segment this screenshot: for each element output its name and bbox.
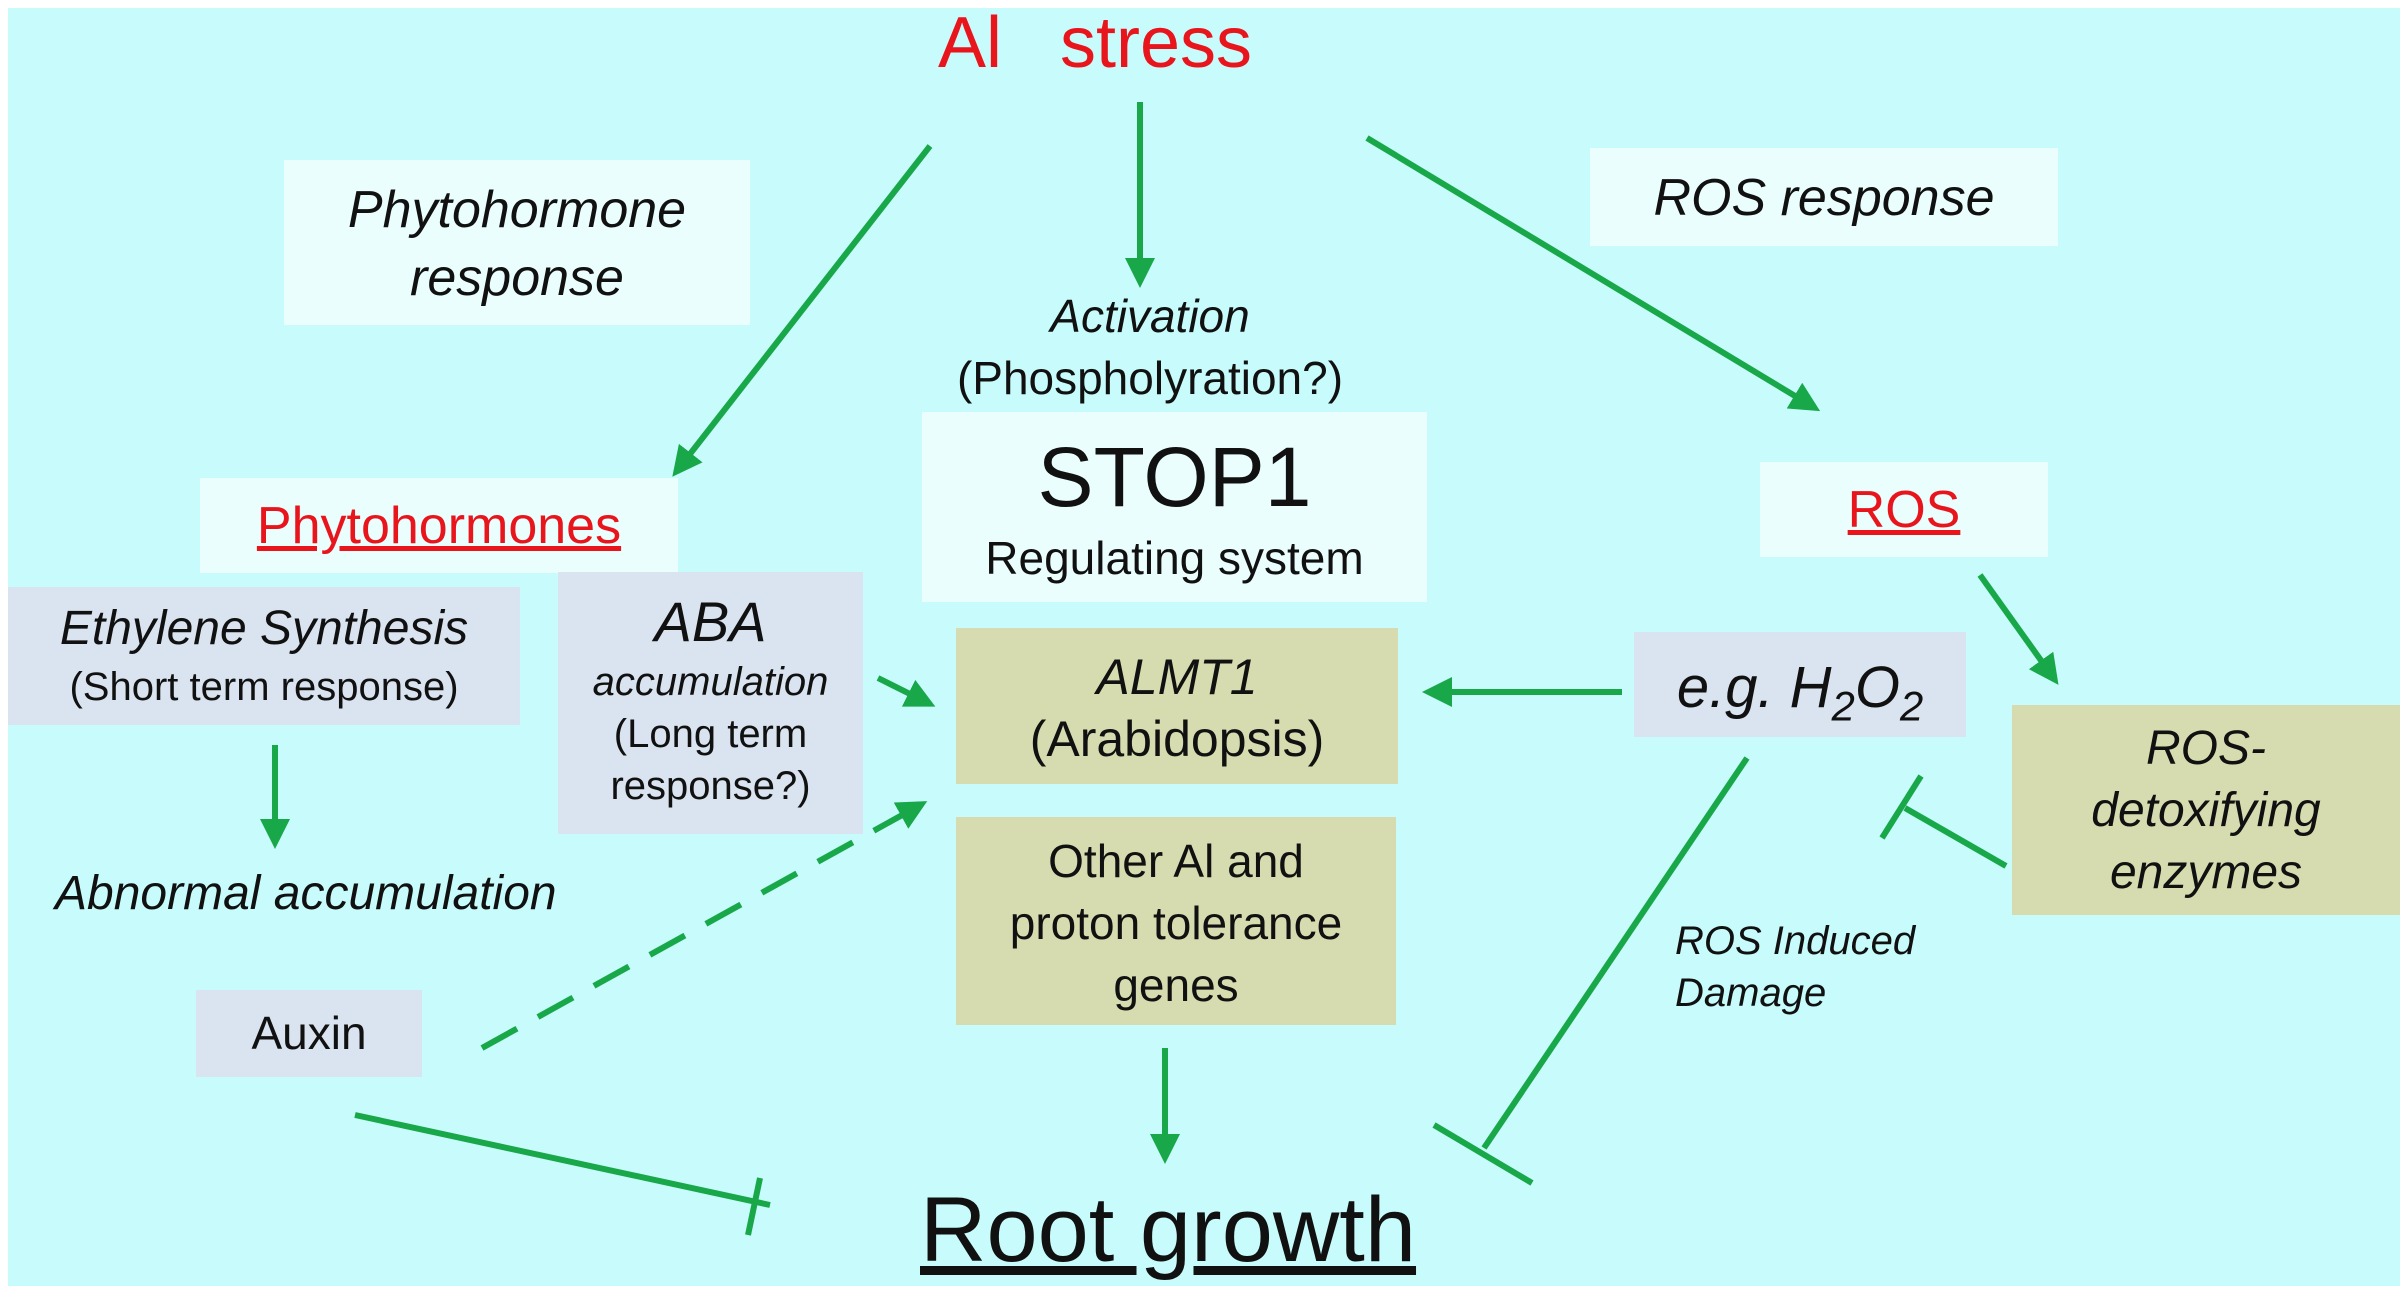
arrow-stress-to-phytohormones (672, 144, 933, 477)
other-genes-line1: Other Al and (1048, 835, 1304, 887)
arrow-auxin-to-almt1-dashed (480, 801, 928, 1051)
almt1-line2: (Arabidopsis) (1029, 711, 1325, 767)
arrow-ros-to-detox (1977, 573, 2059, 685)
h2o2-mid: O (1854, 655, 1900, 720)
abnormal-accumulation-label: Abnormal accumulation (55, 867, 557, 920)
h2o2-prefix: e.g. H (1676, 655, 1832, 720)
h2o2-box (1634, 632, 1966, 737)
ros-damage-label: ROS Induced Damage (1675, 915, 1915, 1019)
h2o2-label: e.g. H2O2 (1634, 652, 1966, 733)
auxin-label: Auxin (251, 1007, 367, 1059)
almt1-label: ALMT1 (Arabidopsis) (956, 646, 1398, 770)
inhibit-h2o2-bar (1432, 1122, 1534, 1186)
other-genes-label: Other Al and proton tolerance genes (956, 830, 1396, 1016)
almt1-line1: ALMT1 (1096, 649, 1258, 705)
ros-detox-line2: detoxifying (2091, 784, 2321, 837)
inhibit-detox-to-h2o2 (1903, 805, 2008, 869)
ros-response-label: ROS response (1653, 169, 1995, 227)
other-genes-line3: genes (1113, 959, 1239, 1011)
h2o2-sub1: 2 (1831, 682, 1855, 730)
h2o2-sub2: 2 (1899, 682, 1924, 730)
inhibit-auxin-bar (745, 1177, 763, 1236)
aba-box (558, 572, 863, 834)
ros-label: ROS (1847, 481, 1961, 539)
inhibit-auxin-to-root-growth (354, 1112, 771, 1208)
ethylene-line2: (Short term response) (69, 665, 459, 709)
ros-detox-label: ROS- detoxifying enzymes (2012, 718, 2400, 904)
stop1-box (922, 412, 1427, 602)
al-stress-word-al: Al (938, 3, 1003, 83)
ethylene-line1: Ethylene Synthesis (59, 602, 469, 655)
stop1-title: STOP1 (1037, 430, 1312, 524)
inhibit-detox-bar (1879, 774, 1924, 840)
ros-response-box (1590, 148, 2058, 246)
activation-line1: Activation (1050, 290, 1250, 342)
root-growth-label: Root growth (920, 1179, 1417, 1281)
ros-box (1760, 462, 2048, 557)
aba-line1: ABA (654, 590, 767, 653)
other-genes-box (956, 817, 1396, 1025)
stop1-subtitle: Regulating system (985, 532, 1364, 584)
ros-damage-line2: Damage (1675, 971, 1827, 1015)
activation-label: Activation (Phospholyration?) (900, 285, 1400, 409)
phytohormones-label: Phytohormones (256, 497, 622, 555)
ros-detox-box (2012, 705, 2400, 915)
ethylene-box (8, 587, 520, 725)
ethylene-label: Ethylene Synthesis (Short term response) (8, 600, 520, 716)
phytohormone-response-box (284, 160, 750, 325)
ros-damage-line1: ROS Induced (1675, 919, 1916, 963)
al-stress-label: Al stress (938, 0, 1252, 88)
almt1-box (956, 628, 1398, 784)
phytohormones-box (200, 478, 678, 573)
ros-detox-line1: ROS- (2146, 722, 2266, 775)
phytohormone-response-line1: Phytohormone (347, 181, 687, 239)
phytohormone-response-line2: response (410, 249, 624, 307)
al-stress-word-stress: stress (1060, 3, 1253, 83)
arrow-stress-to-ros (1365, 135, 1821, 412)
activation-line2: (Phospholyration?) (956, 352, 1344, 404)
aba-line2: accumulation (592, 660, 829, 704)
aba-line4: response?) (610, 764, 811, 808)
ros-detox-line3: enzymes (2109, 846, 2303, 899)
phytohormone-response-label: Phytohormone response (284, 176, 750, 312)
aba-line3: (Long term (613, 712, 808, 756)
other-genes-line2: proton tolerance (1009, 897, 1343, 949)
auxin-box (196, 990, 422, 1077)
inhibit-h2o2-to-root-growth (1481, 756, 1750, 1150)
arrow-aba-to-almt1 (876, 675, 936, 707)
aba-label: ABA accumulation (Long term response?) (558, 588, 863, 812)
